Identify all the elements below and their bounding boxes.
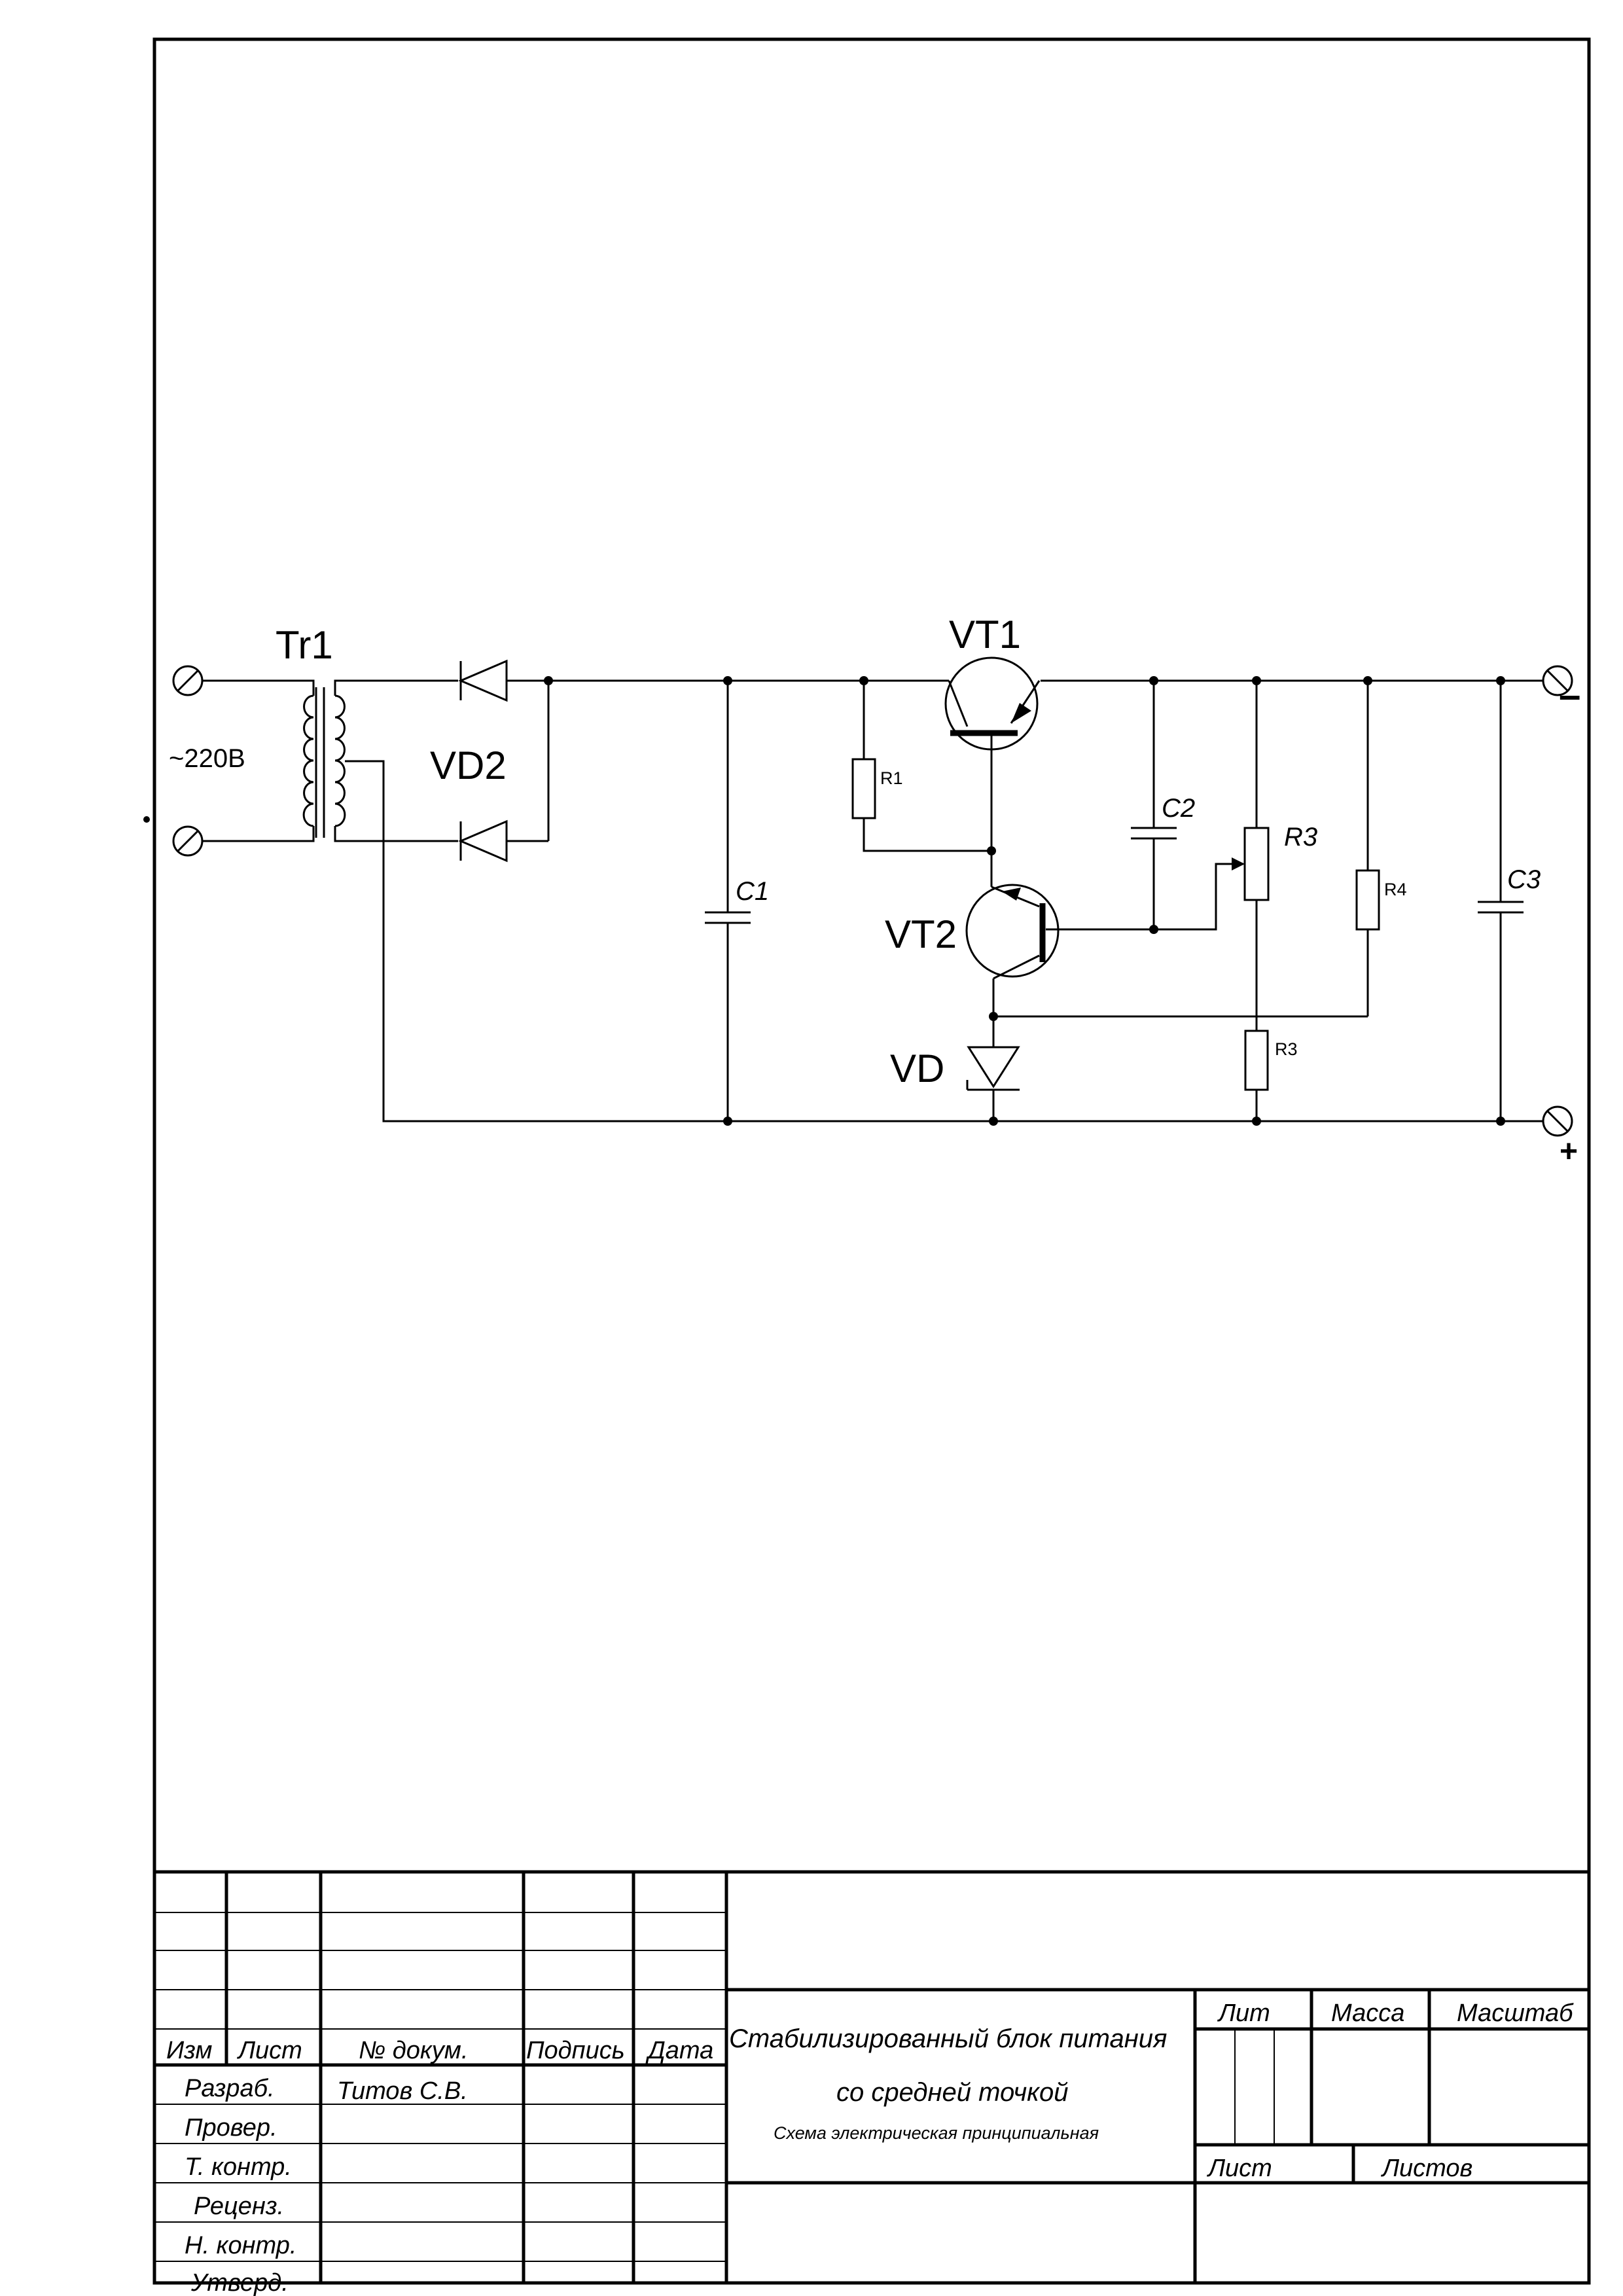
output-minus-label: – <box>1559 673 1580 717</box>
frame-dot <box>143 816 150 823</box>
transformer-tr1 <box>302 687 346 838</box>
potentiometer-label: R3 <box>1284 823 1317 852</box>
diode-top <box>458 659 548 702</box>
diode-bottom <box>458 819 548 863</box>
capacitor-c1 <box>705 681 751 1121</box>
role-tech-control: Т. контр. <box>185 2153 292 2181</box>
capacitor-c1-label: C1 <box>736 877 769 906</box>
node-dot <box>989 1117 998 1126</box>
header-izm: Изм <box>166 2037 212 2064</box>
center-tap-wire <box>345 760 728 1122</box>
title-block <box>154 1870 1589 2283</box>
zener-label: VD <box>890 1047 944 1090</box>
role-reviewer: Реценз. <box>194 2193 284 2220</box>
secondary-bottom-wire <box>334 826 458 842</box>
header-doc-number: № докум. <box>359 2037 468 2064</box>
scale-label: Масштаб <box>1457 2000 1574 2027</box>
input-terminal-top <box>172 665 204 696</box>
role-norm-control: Н. контр. <box>185 2232 296 2259</box>
role-checked: Провер. <box>185 2114 277 2142</box>
resistor-r4 <box>1355 681 1380 1016</box>
sheets-label: Листов <box>1380 2155 1472 2182</box>
resistor-r1-label: R1 <box>880 768 903 788</box>
primary-wire-top <box>202 679 315 696</box>
transistor-vt1 <box>944 656 1041 751</box>
input-terminal-bottom <box>172 825 204 857</box>
input-voltage-label: ~220В <box>169 744 245 773</box>
resistor-r1 <box>851 681 991 852</box>
transistor-vt2 <box>965 884 1152 980</box>
resistor-r3-lower <box>1244 1030 1269 1121</box>
transistor-vt1-label: VT1 <box>949 613 1021 656</box>
secondary-top-wire <box>334 679 458 696</box>
developer-name: Титов С.В. <box>337 2077 468 2105</box>
node-dot <box>723 1117 732 1126</box>
schematic: ~220В Tr1 VD2 <box>169 613 1580 1169</box>
document-type: Схема электрическая принципиальная <box>774 2123 1099 2143</box>
transistor-vt2-label: VT2 <box>885 912 957 956</box>
role-approved: Утверд. <box>190 2269 289 2296</box>
node-dot <box>1496 1117 1505 1126</box>
document-title-line1: Стабилизированный блок питания <box>729 2024 1167 2053</box>
drawing-frame <box>152 37 1591 2285</box>
primary-wire-bottom <box>202 826 315 842</box>
header-signature: Подпись <box>526 2037 625 2064</box>
capacitor-c3-label: C3 <box>1507 865 1541 894</box>
output-terminal-plus <box>1542 1105 1573 1137</box>
lit-label: Лит <box>1217 2000 1270 2027</box>
diode-label: VD2 <box>430 744 507 787</box>
output-plus-label: + <box>1560 1134 1578 1169</box>
transformer-label: Tr1 <box>276 623 333 667</box>
zener-vd <box>966 1046 1020 1121</box>
node-dot <box>1252 1117 1261 1126</box>
mass-label: Масса <box>1331 2000 1404 2027</box>
document-title-line2: со средней точкой <box>836 2078 1069 2107</box>
potentiometer-r3 <box>1152 681 1270 1031</box>
header-list: Лист <box>236 2037 302 2064</box>
sheet-label: Лист <box>1206 2155 1272 2182</box>
output-terminal-minus <box>1542 665 1573 696</box>
role-developer: Разраб. <box>185 2075 275 2102</box>
header-date: Дата <box>645 2037 713 2064</box>
capacitor-c2-label: C2 <box>1162 794 1195 823</box>
resistor-r3-lower-label: R3 <box>1275 1039 1298 1059</box>
capacitor-c3 <box>1478 681 1524 1121</box>
resistor-r4-label: R4 <box>1384 880 1407 899</box>
capacitor-c2 <box>1131 681 1177 929</box>
